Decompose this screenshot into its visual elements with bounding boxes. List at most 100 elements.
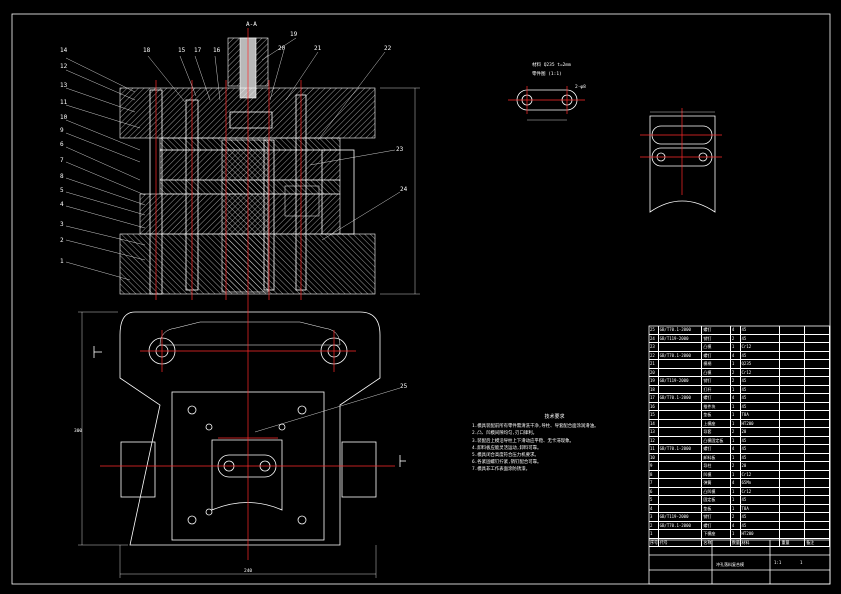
part-no-15: 15 xyxy=(178,47,186,54)
bom-cell xyxy=(805,334,830,342)
bom-cell: 凸模 xyxy=(702,368,731,376)
bom-header-cell: 序号 xyxy=(650,538,659,546)
bom-cell: 7 xyxy=(649,479,659,487)
part-caption-2: 零件图 (1:1) xyxy=(532,70,562,77)
bom-cell xyxy=(659,368,703,376)
bom-cell: 4 xyxy=(731,445,741,453)
detail-outline xyxy=(649,115,716,213)
bom-cell: GB/T70.1-2000 xyxy=(659,445,703,453)
bom-cell: Cr12 xyxy=(741,368,781,376)
bom-cell xyxy=(780,521,806,529)
bom-cell xyxy=(805,504,830,512)
bom-cell: 1 xyxy=(731,470,741,478)
bom-cell: 4 xyxy=(731,479,741,487)
part-no-8: 8 xyxy=(60,173,64,180)
notes-line: 4.卸料板应能灵活运动,卸料可靠。 xyxy=(472,445,542,451)
bom-cell: 15 xyxy=(649,411,659,419)
part-no-5: 5 xyxy=(60,187,64,194)
bom-cell: 22 xyxy=(649,351,659,359)
bom-cell xyxy=(780,326,806,334)
bom-cell: 20 xyxy=(741,428,781,436)
bom-cell xyxy=(805,470,830,478)
notes-title: 技术要求 xyxy=(544,414,565,420)
bom-cell xyxy=(780,487,806,495)
bom-cell: 23 xyxy=(649,343,659,351)
drawing-scale: 1:1 xyxy=(774,560,782,565)
part-no-14: 14 xyxy=(60,47,68,54)
bom-cell: 9 xyxy=(649,462,659,470)
bom-cell: GB/T70.1-2000 xyxy=(659,394,703,402)
bom-cell: 1 xyxy=(731,343,741,351)
bom-header-cell: 数量 xyxy=(731,538,741,546)
drawing-sheet: 1 xyxy=(800,560,803,565)
bom-cell: 推件块 xyxy=(702,402,731,410)
bom-header-cell: 名称 xyxy=(702,538,731,546)
bom-cell: 凸模固定板 xyxy=(702,436,731,444)
bom-cell xyxy=(780,445,806,453)
bom-cell: 1 xyxy=(731,385,741,393)
bom-cell xyxy=(659,530,703,538)
bom-cell xyxy=(659,428,703,436)
bom-cell: 打杆 xyxy=(702,385,731,393)
part-no-18: 18 xyxy=(143,47,151,54)
bom-cell xyxy=(780,428,806,436)
section-view: A-A xyxy=(119,21,420,300)
bom-cell: 65Mn xyxy=(741,479,781,487)
bom-cell: 11 xyxy=(649,445,659,453)
bom-cell xyxy=(805,394,830,402)
notes-line: 3.装配后上模沿导柱上下滑动应平稳、无卡滞现象。 xyxy=(472,438,574,444)
bom-cell: 4 xyxy=(731,326,741,334)
bom-cell: 螺钉 xyxy=(702,326,731,334)
bom-cell: 13 xyxy=(649,428,659,436)
bom-cell: 1 xyxy=(731,419,741,427)
bom-cell xyxy=(659,479,703,487)
bom-cell: 45 xyxy=(741,453,781,461)
bom-cell: GB/T70.1-2000 xyxy=(659,326,703,334)
bom-header: 序号代号名称数量材料重量备注 xyxy=(649,538,830,547)
bom-cell xyxy=(780,462,806,470)
bom-cell xyxy=(780,351,806,359)
bom-cell: 45 xyxy=(741,334,781,342)
bom-cell: 螺钉 xyxy=(702,351,731,359)
bom-cell xyxy=(780,360,806,368)
bom-cell xyxy=(780,479,806,487)
bom-cell: 24 xyxy=(649,334,659,342)
detail-view xyxy=(640,108,722,213)
bom-cell: 固定板 xyxy=(702,496,731,504)
bom-cell: 20 xyxy=(741,462,781,470)
bom-cell xyxy=(805,462,830,470)
spring-pocket xyxy=(284,185,320,217)
bom-cell xyxy=(780,419,806,427)
leader-lines xyxy=(65,37,401,433)
bom-cell: 销钉 xyxy=(702,377,731,385)
bom-header-cell: 备注 xyxy=(805,538,830,546)
bom-cell: 卸料板 xyxy=(702,453,731,461)
bom-cell xyxy=(805,411,830,419)
bom-header-cell: 材料 xyxy=(741,538,781,546)
die-opening xyxy=(211,439,283,511)
bom-cell xyxy=(780,394,806,402)
bom-cell: GB/T70.1-2000 xyxy=(659,521,703,529)
bom-cell xyxy=(659,436,703,444)
bom-cell xyxy=(659,360,703,368)
bom-cell xyxy=(805,360,830,368)
bom-cell xyxy=(805,521,830,529)
notes-line: 6.各紧固螺钉拧紧,销钉配合可靠。 xyxy=(472,460,542,466)
bom-cell: 销钉 xyxy=(702,334,731,342)
bom-cell: 凸凹模 xyxy=(702,487,731,495)
bom-cell xyxy=(780,334,806,342)
bom-cell xyxy=(805,530,830,538)
bom-cell xyxy=(659,496,703,504)
bom-cell xyxy=(780,436,806,444)
bom-cell xyxy=(805,487,830,495)
